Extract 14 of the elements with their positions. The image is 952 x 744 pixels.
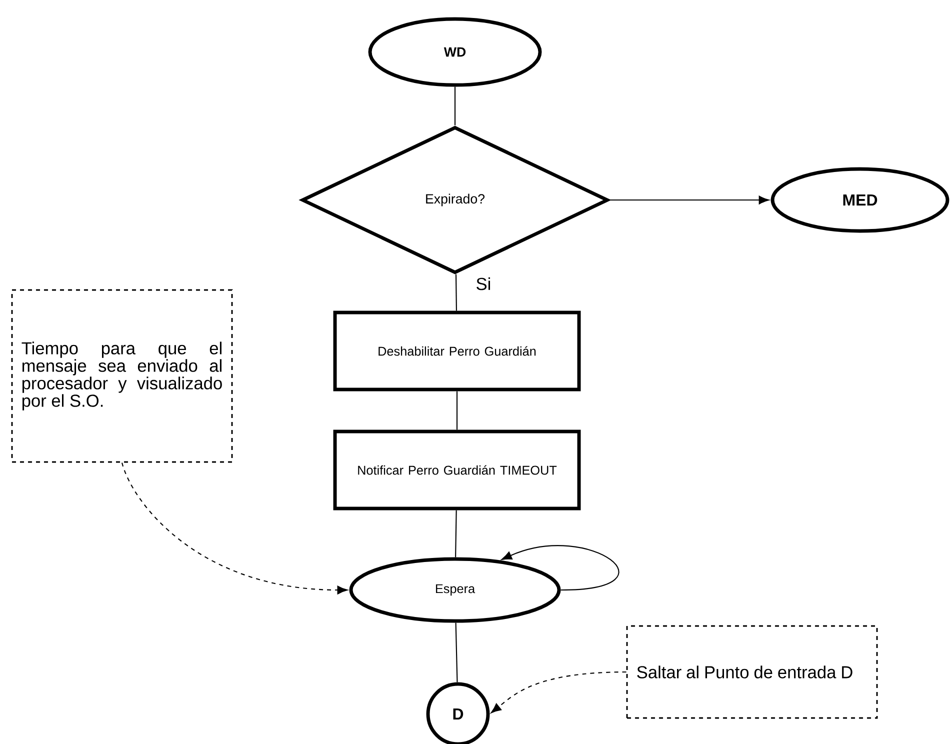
edge-label: Si xyxy=(474,276,493,292)
connector-line xyxy=(454,86,456,126)
note-box: Tiempo para que el mensaje sea enviado al procesador y visualizado por el S.O. xyxy=(11,289,233,463)
connector-line xyxy=(455,510,457,558)
leader-arrow xyxy=(122,462,348,594)
arrow xyxy=(610,196,770,204)
connector-line xyxy=(455,274,457,311)
process-box: Notificar Perro Guardián TIMEOUT xyxy=(333,430,581,510)
note-box: Saltar al Punto de entrada D xyxy=(626,625,878,719)
process-box: Deshabilitar Perro Guardián xyxy=(333,310,581,392)
loop-arrow xyxy=(501,545,620,591)
connector-line xyxy=(455,622,458,682)
leader-arrow xyxy=(490,671,626,714)
connector-line xyxy=(456,391,458,430)
